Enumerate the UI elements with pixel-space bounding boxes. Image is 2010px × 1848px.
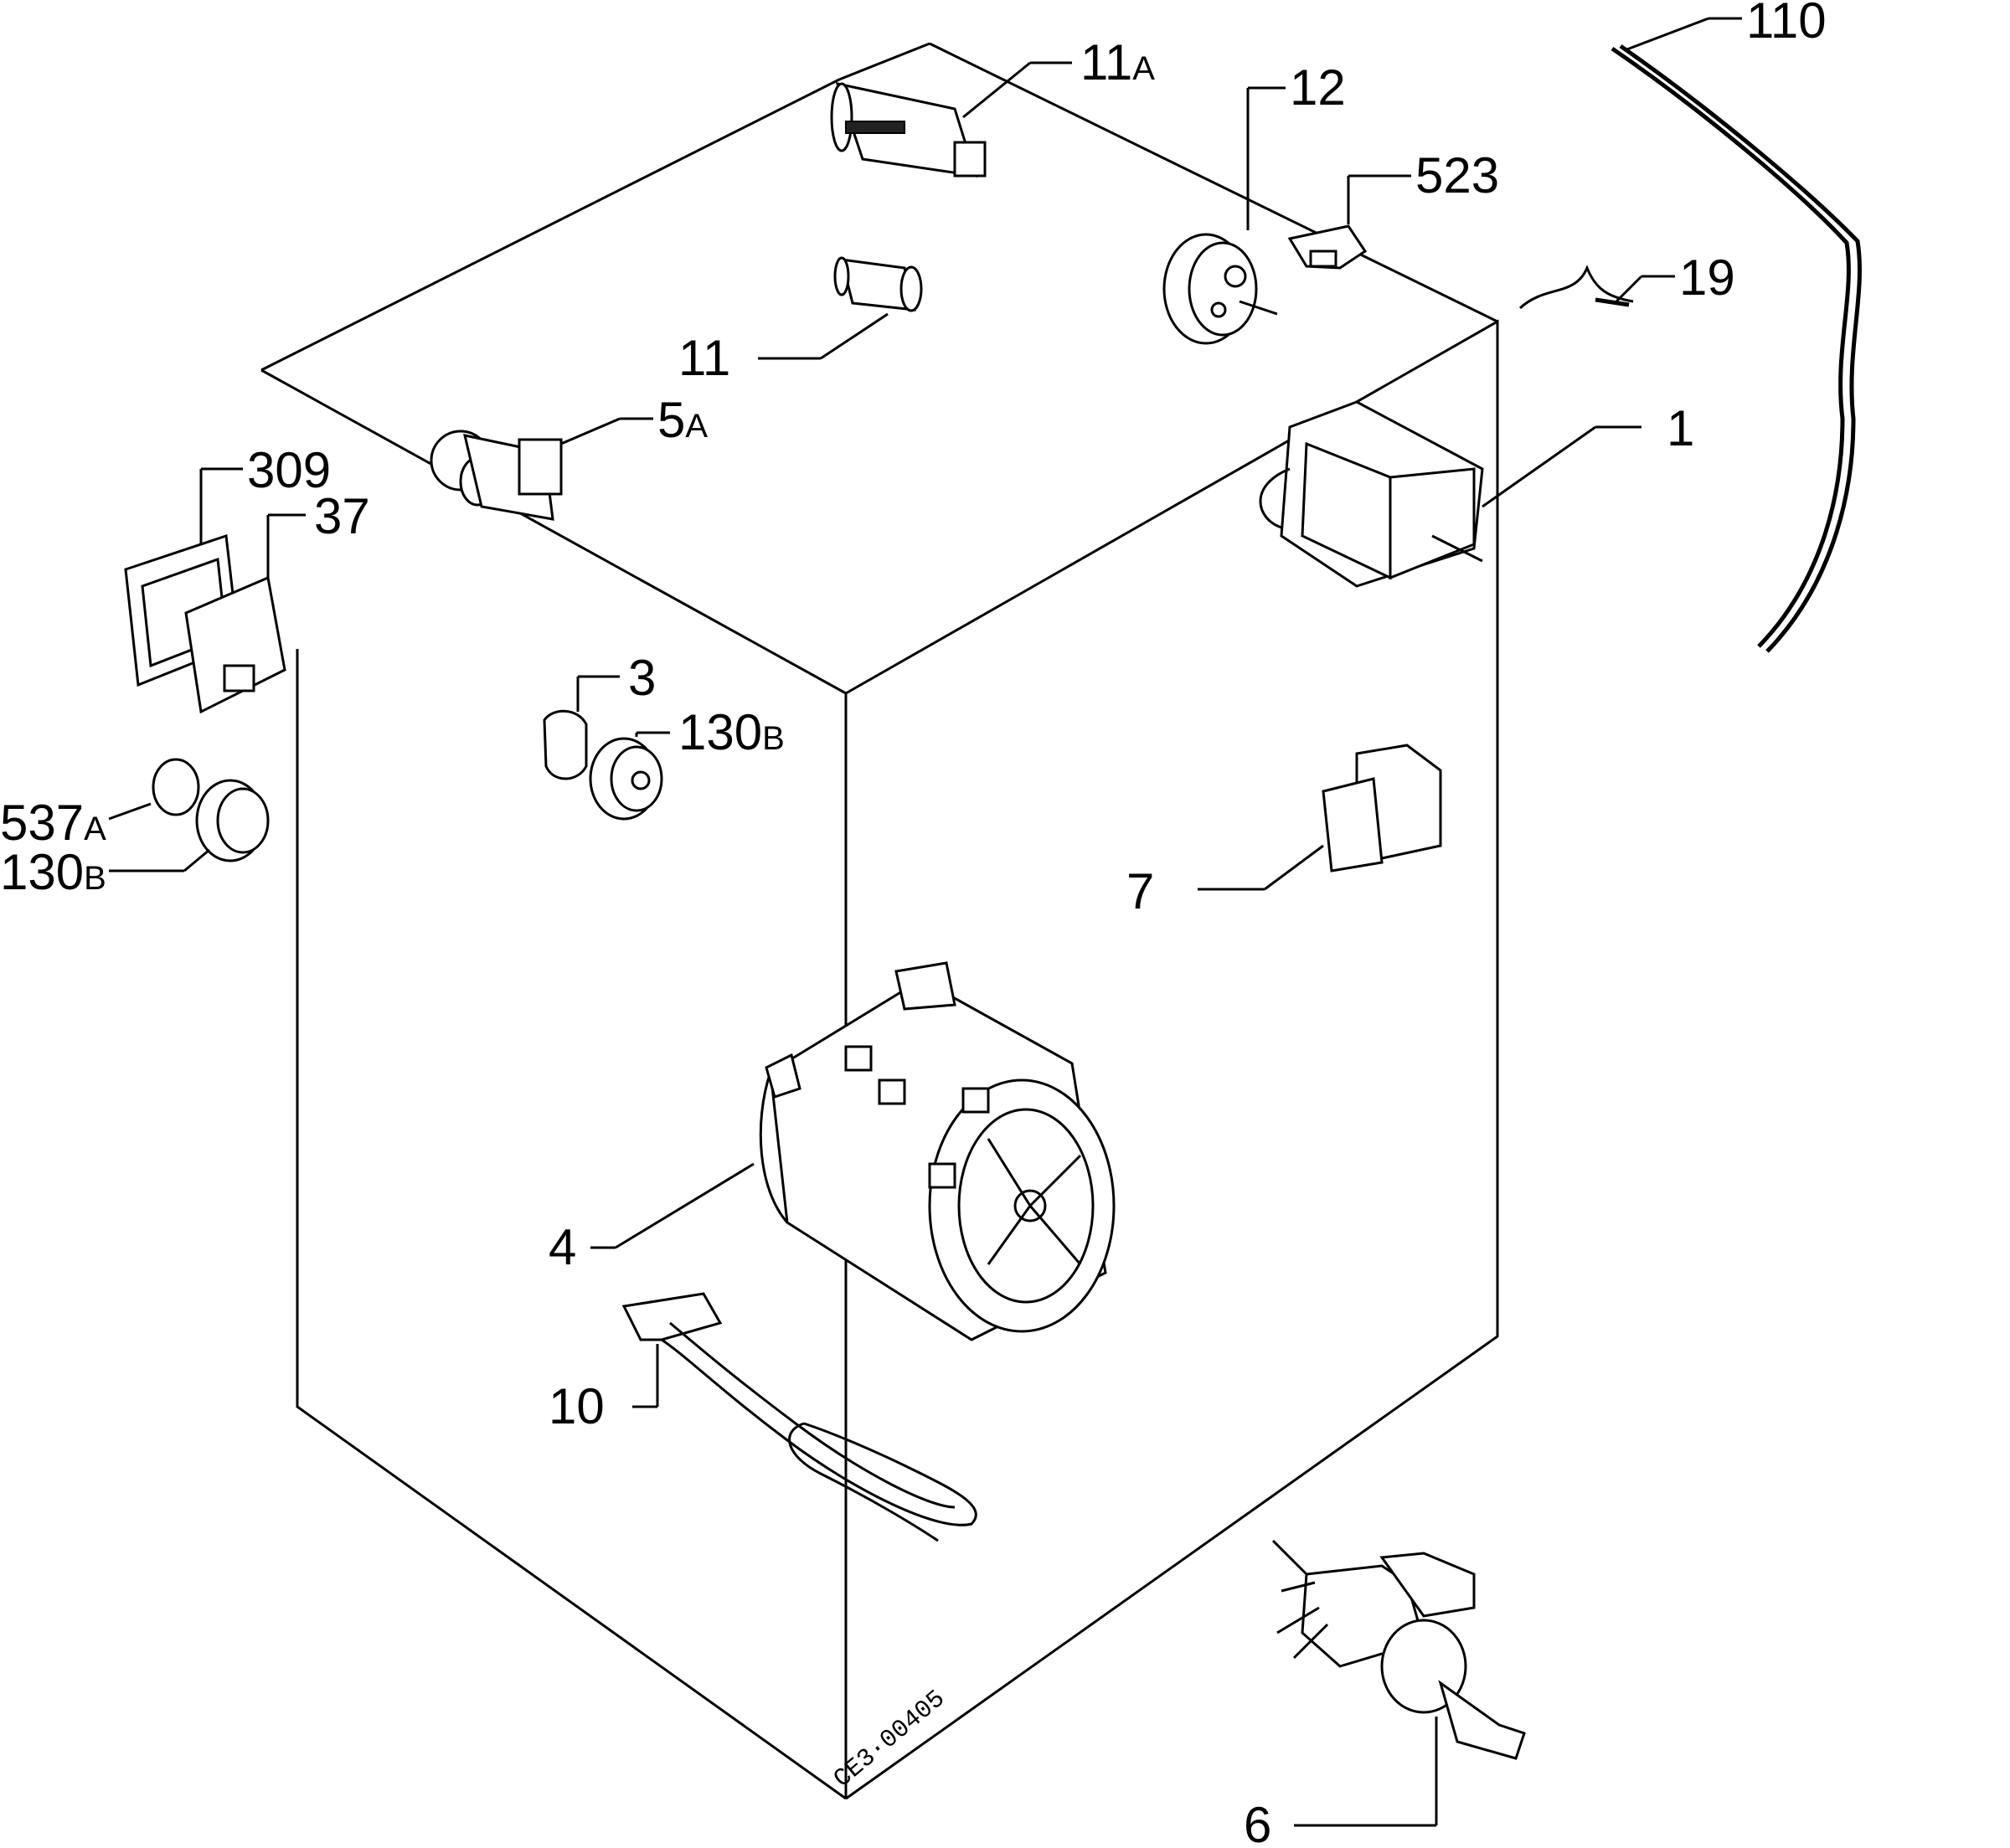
drain-pump-6[interactable] [1271, 1539, 1526, 1827]
label-10: 10 [549, 1378, 605, 1434]
motor-4[interactable] [590, 961, 1116, 1341]
label-12: 12 [1290, 59, 1346, 116]
label-4: 4 [549, 1219, 576, 1275]
pressure-switch-12[interactable] [1162, 86, 1286, 345]
hose-110[interactable] [1611, 17, 1862, 653]
cabinet-outline [260, 42, 1499, 1800]
thermostat-3[interactable] [543, 675, 620, 780]
label-130b-center: 130B [678, 704, 785, 760]
label-7: 7 [1126, 863, 1154, 919]
capacitor-11[interactable] [758, 256, 923, 360]
ring-537a[interactable] [108, 758, 200, 821]
clamp-19[interactable] [1518, 265, 1675, 310]
heating-element-10[interactable] [621, 1292, 977, 1542]
label-309: 309 [247, 442, 331, 498]
label-6: 6 [1244, 1797, 1271, 1848]
clip-523[interactable] [1287, 174, 1411, 270]
label-11a: 11A [1080, 34, 1155, 90]
gasket-130b-center[interactable] [589, 731, 670, 821]
label-537a: 537A [0, 795, 106, 851]
label-5a: 5A [657, 392, 708, 448]
label-11: 11 [678, 330, 730, 386]
noise-filter-7[interactable] [1198, 744, 1442, 891]
label-1: 1 [1667, 400, 1694, 456]
solenoid-valve-5a[interactable] [430, 417, 653, 521]
gasket-130b-left[interactable] [109, 779, 270, 873]
timer-1[interactable] [1259, 400, 1642, 588]
label-37: 37 [314, 488, 370, 544]
interference-filter-11a[interactable] [830, 61, 1072, 178]
label-19: 19 [1679, 250, 1735, 306]
label-3: 3 [628, 650, 656, 706]
label-110: 110 [1746, 0, 1827, 49]
door-interlock-37[interactable] [184, 513, 306, 714]
label-523: 523 [1415, 147, 1499, 203]
label-130b-left: 130B [0, 844, 106, 900]
